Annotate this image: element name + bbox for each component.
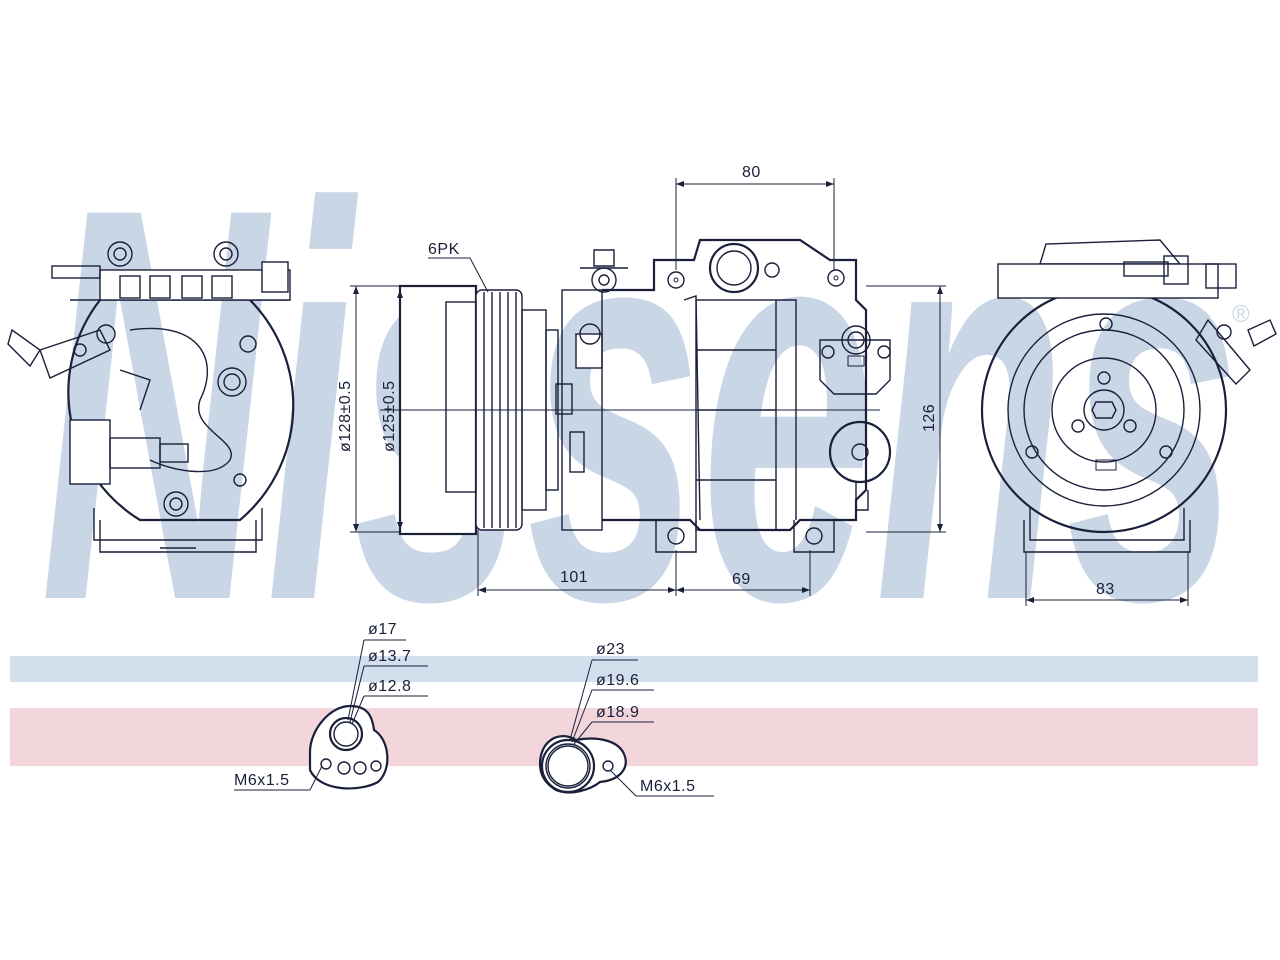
discharge-d1: ø23 (596, 641, 625, 658)
dim-80: 80 (742, 164, 761, 181)
registered-mark: ® (1232, 301, 1250, 328)
red-stripe (10, 708, 1258, 766)
discharge-thread: M6x1.5 (640, 778, 695, 795)
suction-d2: ø13.7 (368, 648, 411, 665)
suction-thread: M6x1.5 (234, 772, 289, 789)
dim-diameter-inner: ø125±0.5 (381, 381, 398, 453)
belt-label: 6PK (428, 241, 460, 258)
suction-d1: ø17 (368, 621, 397, 638)
suction-port-detail: ø17 ø13.7 ø12.8 M6x1.5 (234, 621, 428, 791)
discharge-port-detail: ø23 ø19.6 ø18.9 M6x1.5 (538, 641, 714, 797)
dim-diameter-outer: ø128±0.5 (337, 381, 354, 453)
dim-83: 83 (1096, 581, 1115, 598)
front-view (7, 241, 295, 553)
rear-view (980, 239, 1277, 553)
discharge-d3: ø18.9 (596, 704, 639, 721)
dim-126: 126 (921, 404, 938, 432)
side-view-dimensions: 80 126 101 69 ø128±0.5 ø125±0.5 6PK (337, 164, 946, 596)
rear-view-dimensions: 83 (1025, 552, 1189, 606)
discharge-d2: ø19.6 (596, 672, 639, 689)
dim-69: 69 (732, 571, 751, 588)
dim-101: 101 (560, 569, 588, 586)
brand-watermark: Nissens (40, 91, 1240, 717)
suction-d3: ø12.8 (368, 678, 411, 695)
side-view (380, 238, 892, 553)
